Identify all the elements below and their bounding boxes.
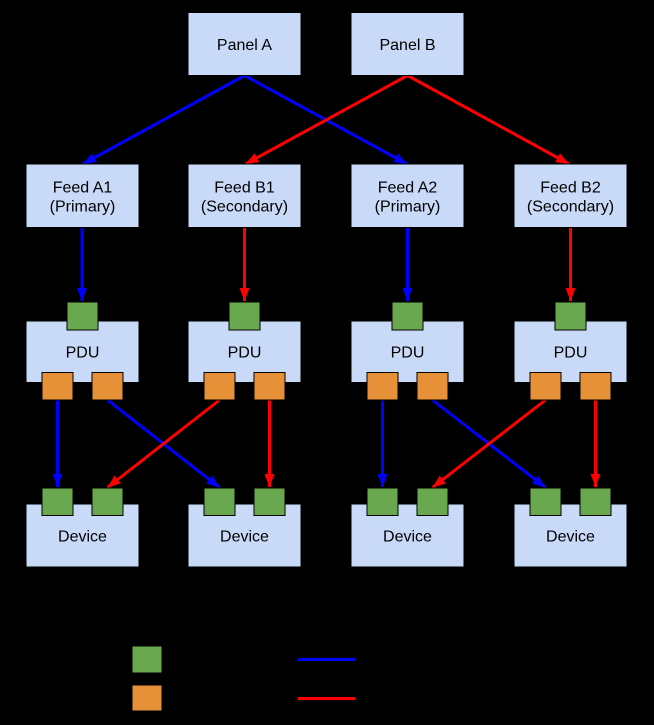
svg-text:PDU: PDU xyxy=(391,345,425,362)
svg-text:Feed B2: Feed B2 xyxy=(540,180,601,197)
svg-text:Device: Device xyxy=(383,529,432,546)
svg-text:(Primary): (Primary) xyxy=(50,199,116,216)
svg-text:(Primary): (Primary) xyxy=(375,199,441,216)
svg-text:Feed A2: Feed A2 xyxy=(378,180,438,197)
svg-text:PDU: PDU xyxy=(228,345,262,362)
svg-text:(Secondary): (Secondary) xyxy=(201,199,288,216)
svg-text:PDU: PDU xyxy=(66,345,100,362)
svg-text:Device: Device xyxy=(220,529,269,546)
svg-text:(Secondary): (Secondary) xyxy=(527,199,614,216)
svg-text:Feed A1: Feed A1 xyxy=(53,180,113,197)
svg-text:Panel A: Panel A xyxy=(217,37,272,54)
svg-text:Device: Device xyxy=(546,529,595,546)
svg-text:Panel B: Panel B xyxy=(379,37,435,54)
svg-text:Feed B1: Feed B1 xyxy=(214,180,275,197)
svg-text:Device: Device xyxy=(58,529,107,546)
svg-text:PDU: PDU xyxy=(554,345,588,362)
